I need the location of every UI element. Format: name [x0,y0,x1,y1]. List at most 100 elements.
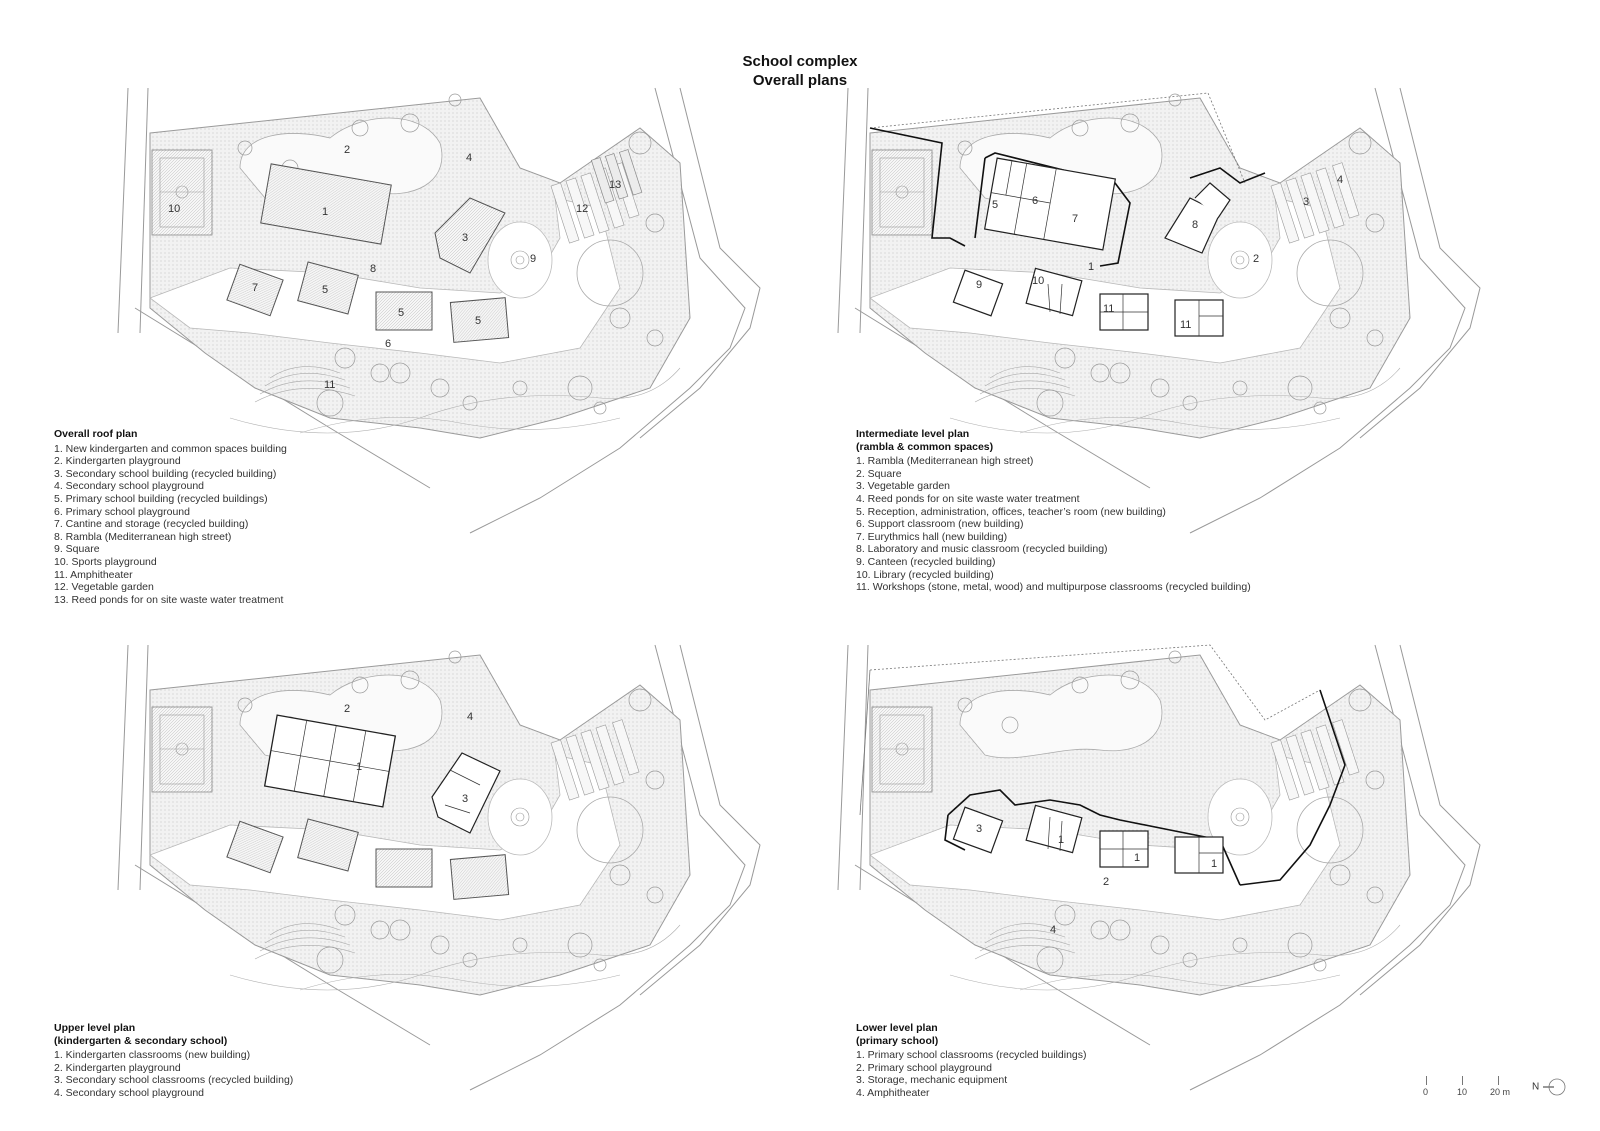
plan-number-label: 5 [992,199,998,211]
plan-number-label: 7 [252,282,258,294]
legend-item: 2. Primary school playground [856,1061,992,1074]
legend-item: 3. Storage, mechanic equipment [856,1074,1008,1087]
page-title: School complex Overall plans [0,52,1600,90]
plan-number-label: 4 [466,152,472,164]
legend-subheading: (primary school) [856,1034,939,1047]
plan-number-label: 5 [322,284,328,296]
upper-plan-legend: Upper level plan (kindergarten & seconda… [54,1022,293,1100]
plan-number-label: 3 [1303,196,1309,208]
upper-plan-labels: 1 2 3 4 [344,703,473,805]
legend-item: 3. Secondary school building (recycled b… [54,467,277,480]
legend-item: 2. Kindergarten playground [54,455,181,468]
lower-plan-labels: 1 1 1 2 3 4 [976,823,1217,936]
legend-item: 10. Sports playground [54,555,157,568]
plan-number-label: 11 [1103,303,1114,315]
plan-number-label: 2 [344,703,350,715]
building-3-roof [434,197,506,274]
legend-item: 10. Library (recycled building) [856,568,994,581]
plan-number-label: 4 [1337,174,1343,186]
plan-number-label: 4 [467,711,473,723]
legend-item: 1. New kindergarten and common spaces bu… [54,442,287,455]
legend-item: 1. Kindergarten classrooms (new building… [54,1049,251,1062]
lower-plan-legend: Lower level plan (primary school) 1. Pri… [856,1022,1087,1100]
legend-item: 4. Secondary school playground [54,480,205,493]
legend-item: 2. Kindergarten playground [54,1061,181,1074]
legend-item: 8. Laboratory and music classroom (recyc… [856,543,1108,556]
plan-number-label: 2 [344,144,350,156]
plan-number-label: 5 [475,315,481,327]
intermediate-plan-legend: Intermediate level plan (rambla & common… [856,428,1251,594]
plan-number-label: 1 [1134,852,1140,864]
legend-item: 4. Secondary school playground [54,1086,205,1099]
roof-plan-drawing: 1 2 3 4 5 5 5 5 6 7 8 9 10 11 12 13 [117,87,761,534]
plan-number-label: 1 [1211,858,1217,870]
plan-number-label: 10 [1032,275,1044,287]
legend-item: 8. Rambla (Mediterranean high street) [54,530,232,543]
legend-item: 11. Workshops (stone, metal, wood) and m… [856,581,1251,594]
plan-number-label: 13 [609,179,621,191]
building-5a-roof [297,261,359,315]
legend-item: 9. Square [54,543,100,556]
plan-number-label: 7 [1072,213,1078,225]
plan-number-label: 1 [1088,261,1094,273]
legend-item: 13. Reed ponds for on site waste water t… [54,593,284,606]
plan-number-label: 10 [168,203,180,215]
plan-number-label: 1 [1058,834,1064,846]
north-label: N [1532,1081,1540,1093]
intermediate-plan-labels: 1 2 3 4 5 6 7 8 9 10 11 11 [976,174,1343,331]
legend-item: 5. Primary school building (recycled bui… [54,492,268,505]
plan-number-label: 12 [576,203,588,215]
plan-number-label: 8 [370,263,376,275]
legend-item: 11. Amphitheater [54,568,133,581]
plan-number-label: 11 [1180,319,1191,331]
legend-item: 5. Reception, administration, offices, t… [856,505,1166,518]
plan-number-label: 8 [1192,219,1198,231]
legend-item: 6. Support classroom (new building) [856,518,1024,531]
plan-number-label: 6 [385,338,391,350]
legend-subheading: (rambla & common spaces) [856,440,994,453]
building-7-roof [226,263,284,317]
legend-item: 6. Primary school playground [54,505,190,518]
legend-item: 3. Vegetable garden [856,480,950,493]
legend-item: 12. Vegetable garden [54,581,154,594]
building-1-roof [260,163,392,245]
legend-item: 1. Primary school classrooms (recycled b… [856,1049,1087,1062]
legend-heading: Overall roof plan [54,428,138,440]
legend-subheading: (kindergarten & secondary school) [54,1034,228,1047]
legend-item: 3. Secondary school classrooms (recycled… [54,1074,294,1087]
legend-heading: Lower level plan [856,1022,938,1034]
legend-heading: Intermediate level plan [856,428,970,440]
plan-number-label: 3 [462,793,468,805]
plan-number-label: 3 [976,823,982,835]
upper-plan-drawing: 1 2 3 4 [117,644,761,1091]
plan-number-label: 6 [1032,195,1038,207]
legend-item: 4. Reed ponds for on site waste water tr… [856,492,1080,505]
plan-number-label: 11 [324,379,335,391]
plan-number-label: 1 [322,206,328,218]
plan-number-label: 3 [462,232,468,244]
plan-number-label: 4 [1050,924,1056,936]
scale-bar: 0 10 20 m [1418,1076,1588,1106]
north-arrow-icon [1543,1078,1566,1096]
scale-tick-label: 0 [1423,1087,1429,1097]
title-line-1: School complex [742,53,858,70]
intermediate-plan-drawing: 1 2 3 4 5 6 7 8 9 10 11 11 [837,87,1481,534]
north-arrow: N [1532,1077,1568,1097]
scale-tick-label: 10 [1457,1087,1468,1097]
legend-item: 7. Cantine and storage (recycled buildin… [54,518,249,531]
scale-tick-label: 20 m [1490,1087,1511,1097]
legend-item: 2. Square [856,467,902,480]
roof-plan-legend: Overall roof plan 1. New kindergarten an… [54,428,287,606]
legend-heading: Upper level plan [54,1022,136,1034]
legend-item: 1. Rambla (Mediterranean high street) [856,455,1034,468]
building-5c-roof [449,297,510,343]
legend-item: 7. Eurythmics hall (new building) [856,530,1008,543]
building-5b-roof [375,291,433,331]
title-line-2: Overall plans [752,72,848,89]
legend-item: 9. Canteen (recycled building) [856,555,996,568]
roof-plan-labels: 1 2 3 4 5 5 5 5 6 7 8 9 10 11 12 13 [168,144,621,391]
plan-number-label: 2 [1253,253,1259,265]
plan-number-label: 9 [976,279,982,291]
plan-number-label: 1 [356,761,362,773]
